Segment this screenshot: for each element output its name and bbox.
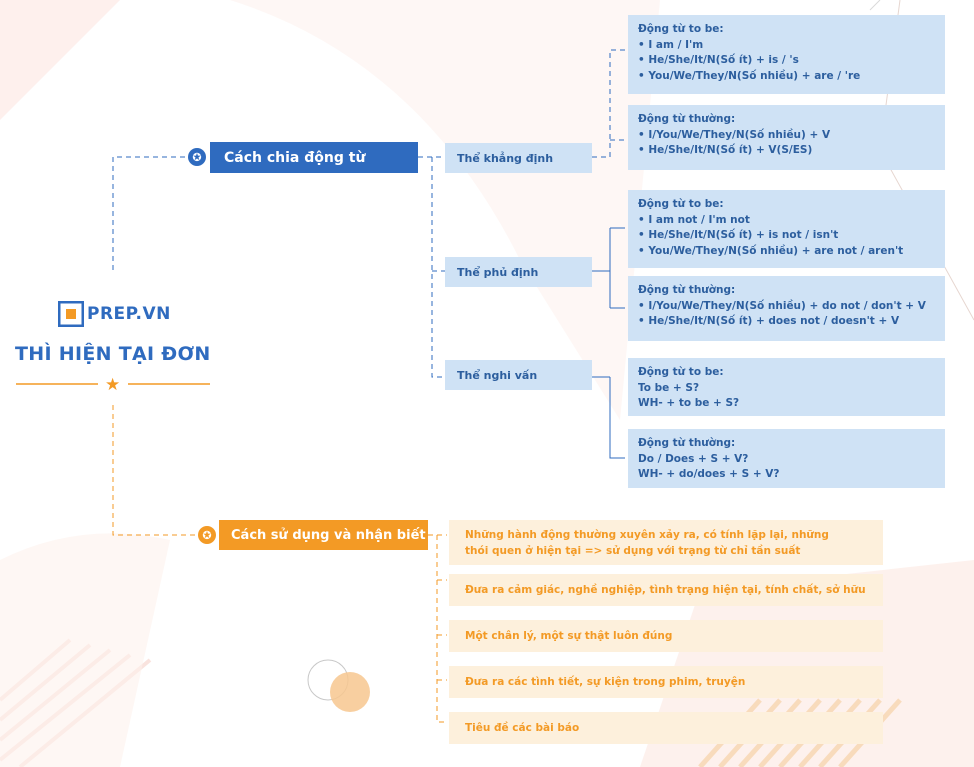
card-line: • He/She/It/N(Số ít) + is not / isn't [638, 229, 839, 241]
usage-line: Một chân lý, một sự thật luôn đúng [465, 630, 673, 642]
card-interrogative-normal: Động từ thường: Do / Does + S + V? WH- +… [628, 429, 945, 488]
usage-item: Một chân lý, một sự thật luôn đúng [449, 620, 883, 652]
branch-conjugation: Cách chia động từ [210, 142, 418, 173]
card-title: Động từ thường: [638, 113, 736, 125]
card-negative-normal: Động từ thường: • I/You/We/They/N(Số nhi… [628, 276, 945, 341]
card-line: WH- + to be + S? [638, 397, 740, 409]
card-line: • He/She/It/N(Số ít) + V(S/ES) [638, 144, 813, 156]
star-icon: ✪ [198, 526, 216, 544]
branch-usage: Cách sử dụng và nhận biết [219, 520, 428, 550]
card-affirmative-normal: Động từ thường: • I/You/We/They/N(Số nhi… [628, 105, 945, 170]
card-line: • He/She/It/N(Số ít) + is / 's [638, 54, 799, 66]
usage-item: Đưa ra các tình tiết, sự kiện trong phim… [449, 666, 883, 698]
usage-line: Tiêu đề các bài báo [465, 722, 580, 734]
usage-line: Đưa ra các tình tiết, sự kiện trong phim… [465, 676, 746, 688]
card-title: Động từ to be: [638, 23, 724, 35]
usage-item: Đưa ra cảm giác, nghề nghiệp, tình trạng… [449, 574, 883, 606]
card-line: • I/You/We/They/N(Số nhiều) + do not / d… [638, 299, 926, 312]
prep-logo [57, 300, 85, 328]
form-negative: Thể phủ định [445, 257, 592, 287]
usage-line: thói quen ở hiện tại => sử dụng với trạn… [465, 544, 801, 557]
card-title: Động từ thường: [638, 284, 736, 296]
card-line: WH- + do/does + S + V? [638, 468, 780, 480]
card-line: To be + S? [638, 381, 700, 394]
card-line: • I am not / I'm not [638, 213, 750, 226]
usage-item: Tiêu đề các bài báo [449, 712, 883, 744]
usage-line: Những hành động thường xuyên xảy ra, có … [465, 528, 829, 541]
usage-item: Những hành động thường xuyên xảy ra, có … [449, 520, 883, 565]
card-line: • I/You/We/They/N(Số nhiều) + V [638, 128, 831, 141]
star-icon: ✪ [188, 148, 206, 166]
card-line: • You/We/They/N(Số nhiều) + are / 're [638, 69, 861, 82]
card-line: • You/We/They/N(Số nhiều) + are not / ar… [638, 244, 904, 257]
card-title: Động từ thường: [638, 437, 736, 449]
usage-line: Đưa ra cảm giác, nghề nghiệp, tình trạng… [465, 584, 866, 596]
card-title: Động từ to be: [638, 366, 724, 378]
card-line: Do / Does + S + V? [638, 452, 749, 465]
form-interrogative: Thể nghi vấn [445, 360, 592, 390]
card-line: • I am / I'm [638, 38, 704, 51]
page-title: THÌ HIỆN TẠI ĐƠN [15, 343, 211, 365]
brand-name: PREP.VN [87, 304, 171, 324]
card-affirmative-tobe: Động từ to be: • I am / I'm • He/She/It/… [628, 15, 945, 94]
card-negative-tobe: Động từ to be: • I am not / I'm not • He… [628, 190, 945, 268]
star-icon: ★ [105, 375, 121, 395]
card-line: • He/She/It/N(Số ít) + does not / doesn'… [638, 315, 900, 327]
card-title: Động từ to be: [638, 198, 724, 210]
form-affirmative: Thể khẳng định [445, 143, 592, 173]
card-interrogative-tobe: Động từ to be: To be + S? WH- + to be + … [628, 358, 945, 416]
